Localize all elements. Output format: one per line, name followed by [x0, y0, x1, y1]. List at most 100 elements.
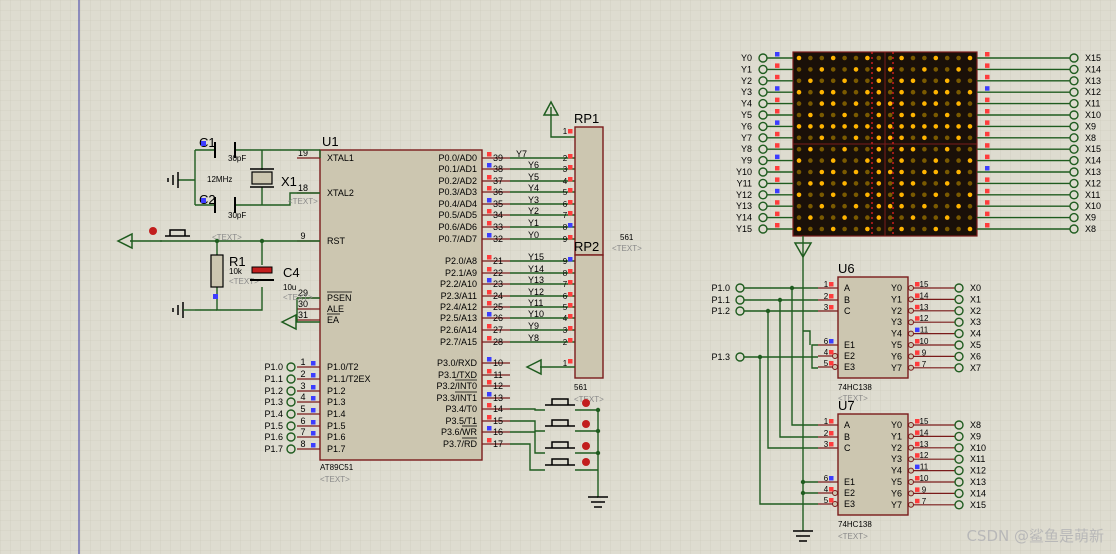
led-dot	[956, 181, 961, 186]
terminal-icon[interactable]	[954, 465, 964, 476]
u1-pin-label: P2.5/A13	[440, 313, 477, 323]
terminal-label: P1.7	[264, 444, 283, 454]
rp-pin-number: 1	[563, 127, 568, 136]
terminal-icon[interactable]	[1069, 190, 1079, 200]
terminal-icon[interactable]	[954, 477, 964, 487]
u1-pin-number: 30	[298, 299, 308, 309]
terminal-icon[interactable]	[286, 444, 296, 454]
terminal-label: P1.3	[264, 397, 283, 407]
u1-pin-label: PSEN	[327, 293, 352, 303]
terminal-icon[interactable]	[1069, 167, 1079, 177]
led-dot	[922, 181, 927, 186]
led-dot	[830, 67, 836, 72]
led-dot	[796, 78, 802, 84]
led-dot	[830, 135, 836, 141]
terminal-icon[interactable]	[954, 431, 964, 442]
led-dot	[865, 67, 870, 72]
key-switch[interactable]	[545, 441, 575, 449]
terminal-icon[interactable]	[954, 443, 964, 453]
led-dot	[887, 146, 893, 152]
terminal-icon[interactable]	[1069, 76, 1079, 86]
terminal-icon[interactable]	[954, 488, 964, 499]
terminal-icon[interactable]	[1069, 121, 1079, 132]
terminal-icon[interactable]	[954, 306, 964, 316]
pin-state-marker	[568, 129, 573, 134]
terminal-icon[interactable]	[1069, 144, 1079, 154]
key-indicator	[582, 399, 590, 407]
terminal-icon[interactable]	[954, 283, 964, 293]
terminal-icon[interactable]	[286, 374, 296, 384]
led-dot	[967, 158, 973, 163]
u1-pin-number: 21	[493, 256, 503, 266]
pin-state-marker	[775, 97, 780, 103]
pin-state-marker	[915, 361, 920, 367]
pin-state-marker	[487, 301, 492, 306]
led-dot	[899, 181, 904, 186]
pin-state-marker	[985, 109, 990, 114]
terminal-icon[interactable]	[1069, 98, 1079, 109]
terminal-icon[interactable]	[954, 420, 964, 430]
u1-pin-number: 5	[300, 404, 305, 414]
led-dot	[910, 124, 916, 129]
terminal-icon[interactable]	[954, 454, 964, 464]
terminal-icon[interactable]	[1069, 224, 1079, 234]
terminal-icon[interactable]	[954, 351, 964, 362]
x1-crystal[interactable]	[251, 171, 273, 185]
led-dot	[808, 89, 813, 95]
led-dot	[853, 124, 859, 129]
decoder-pin-label: E3	[844, 499, 855, 509]
led-dot	[876, 78, 882, 84]
key-wire	[510, 431, 545, 454]
terminal-icon[interactable]	[1069, 133, 1079, 143]
decoder-pin-number: 9	[922, 348, 927, 357]
oscillator-circuit: C1 30pF C2 30pF X1 12MHz <TEXT>	[167, 135, 321, 220]
terminal-icon[interactable]	[954, 317, 964, 327]
u1-pin-number: 6	[300, 416, 305, 426]
led-dot	[842, 158, 847, 163]
terminal-icon[interactable]	[954, 340, 964, 350]
decoder-pin-number: 11	[920, 326, 929, 335]
terminal-icon[interactable]	[1069, 87, 1079, 97]
r1-resistor[interactable]	[210, 254, 224, 288]
reset-button[interactable]	[165, 229, 190, 237]
terminal-icon[interactable]	[954, 363, 964, 373]
key-switch[interactable]	[545, 458, 575, 466]
terminal-icon[interactable]	[954, 294, 964, 305]
key-switch[interactable]	[545, 419, 575, 427]
terminal-icon[interactable]	[1069, 53, 1079, 63]
terminal-icon[interactable]	[954, 328, 964, 339]
terminal-icon[interactable]	[286, 397, 296, 407]
led-dot	[876, 135, 882, 141]
decoder-net-label: X14	[970, 488, 986, 498]
u1-pin-label: P0.5/AD5	[438, 210, 477, 220]
matrix-col-label: X12	[1085, 178, 1101, 188]
c4-capacitor[interactable]	[251, 266, 273, 274]
key-switch[interactable]	[545, 398, 575, 406]
key-wire	[510, 420, 545, 432]
terminal-icon[interactable]	[1069, 212, 1079, 223]
pin-state-marker	[915, 282, 920, 287]
pin-state-marker	[985, 120, 990, 125]
terminal-icon[interactable]	[1069, 178, 1079, 189]
decoder-pin-label: Y6	[891, 351, 902, 361]
led-dot	[899, 158, 904, 163]
terminal-icon[interactable]	[954, 500, 964, 510]
terminal-icon[interactable]	[286, 386, 296, 396]
rp1-text-placeholder: <TEXT>	[612, 244, 642, 253]
led-dot	[944, 226, 950, 232]
terminal-icon[interactable]	[1069, 64, 1079, 75]
terminal-icon[interactable]	[286, 362, 296, 372]
terminal-icon[interactable]	[286, 409, 296, 419]
terminal-icon[interactable]	[1069, 110, 1079, 120]
terminal-icon[interactable]	[286, 432, 296, 442]
terminal-icon[interactable]	[286, 421, 296, 431]
terminal-icon[interactable]	[1069, 201, 1079, 211]
terminal-icon[interactable]	[1069, 155, 1079, 166]
